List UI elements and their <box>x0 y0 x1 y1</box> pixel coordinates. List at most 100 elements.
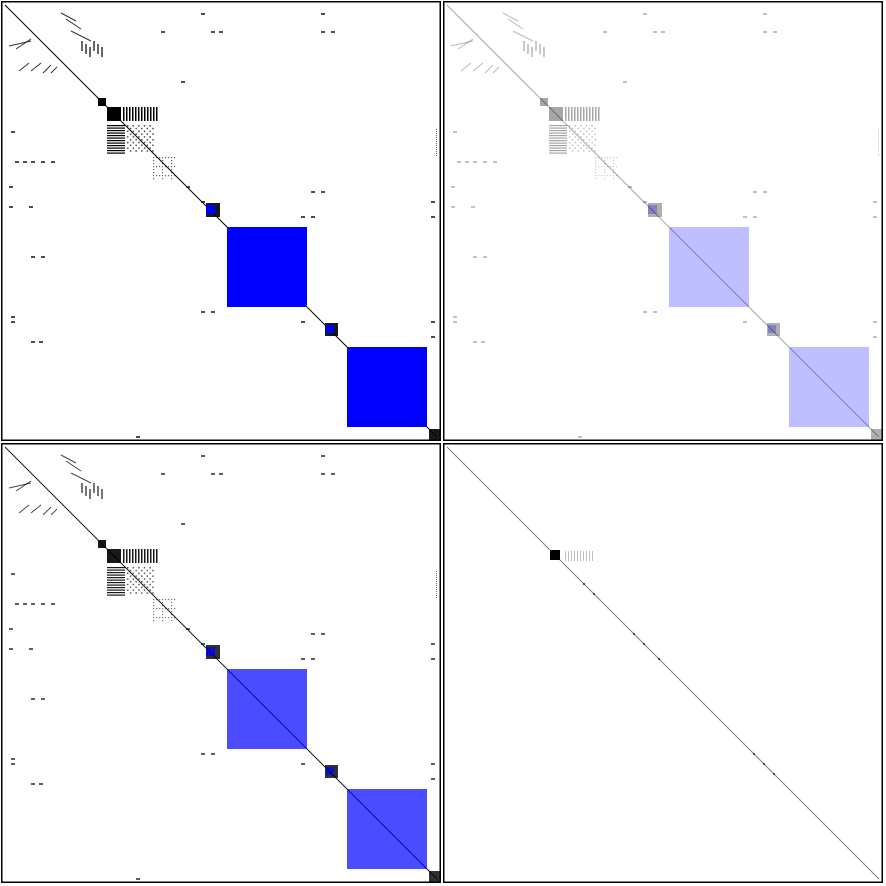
texture-dot <box>165 166 167 168</box>
scatter-mark <box>311 633 315 635</box>
texture-dot <box>152 575 154 577</box>
texture-dot <box>153 166 155 168</box>
edge-dot <box>436 571 437 572</box>
scatter-mark <box>11 573 15 575</box>
stripe-row <box>107 125 125 127</box>
texture-dot <box>153 160 155 162</box>
scatter-mark <box>31 603 35 605</box>
scatter-mark <box>643 643 645 645</box>
diagonal-line <box>446 4 880 438</box>
scatter-mark <box>431 643 435 645</box>
scatter-mark <box>161 31 165 33</box>
texture-dot <box>132 136 135 138</box>
stripe-column <box>592 551 593 561</box>
texture-dot <box>138 125 140 127</box>
texture-dot <box>585 136 588 138</box>
texture-dot <box>171 160 173 162</box>
texture-dot <box>171 605 173 607</box>
texture-dot <box>162 611 164 613</box>
stripe-column <box>129 107 131 121</box>
stripe-column <box>141 549 143 563</box>
texture-dot <box>171 169 173 171</box>
pattern-stroke <box>8 40 32 47</box>
scatter-mark <box>753 191 757 193</box>
scatter-mark <box>321 455 325 457</box>
pattern-stroke <box>18 504 30 514</box>
scatter-mark <box>41 603 45 605</box>
scatter-mark <box>743 216 747 218</box>
scatter-mark <box>201 311 205 313</box>
texture-dot <box>141 581 143 583</box>
texture-dot <box>174 617 176 619</box>
scatter-mark <box>633 633 635 635</box>
texture-dot <box>127 567 129 569</box>
texture-dot <box>595 175 597 177</box>
texture-dot <box>569 147 571 149</box>
texture-dot <box>171 614 173 616</box>
texture-dot <box>165 599 167 601</box>
pattern-stroke <box>512 30 534 42</box>
small-blue-block <box>326 325 334 333</box>
texture-dot <box>595 169 597 171</box>
texture-dot <box>159 166 161 168</box>
stripe-row <box>107 587 125 589</box>
scatter-mark <box>31 698 35 700</box>
texture-dot <box>571 144 574 147</box>
stripe-row <box>549 140 567 142</box>
texture-dot <box>577 150 579 152</box>
texture-dot <box>168 608 170 610</box>
texture-dot <box>153 602 155 604</box>
texture-dot <box>156 608 158 610</box>
texture-dot <box>168 599 170 601</box>
texture-dot <box>132 130 135 133</box>
texture-dot <box>153 611 155 613</box>
scatter-mark <box>201 201 205 203</box>
edge-dot <box>436 141 437 142</box>
texture-dot <box>580 136 582 138</box>
pattern-stroke <box>15 480 32 492</box>
texture-dot <box>153 172 155 174</box>
texture-dot <box>168 166 170 168</box>
dense-block <box>549 107 563 121</box>
texture-dot <box>156 175 158 177</box>
texture-dot <box>162 169 164 171</box>
texture-dot <box>168 157 170 159</box>
scatter-mark <box>431 658 435 660</box>
texture-dot <box>138 589 140 591</box>
texture-dot <box>132 578 135 580</box>
scatter-mark <box>465 161 469 163</box>
texture-dot <box>146 569 149 572</box>
texture-dot <box>598 157 600 159</box>
scatter-mark <box>9 628 13 630</box>
scatter-mark <box>451 206 455 208</box>
texture-dot <box>127 583 129 586</box>
stripe-row <box>549 132 567 134</box>
texture-dot <box>174 175 176 177</box>
edge-dot <box>878 133 879 134</box>
texture-dot <box>138 130 140 133</box>
texture-dot <box>162 599 164 601</box>
texture-dot <box>129 569 132 572</box>
scatter-mark <box>29 206 33 208</box>
stripe-row <box>107 147 125 149</box>
scatter-mark <box>31 783 35 785</box>
texture-dot <box>138 572 140 575</box>
scatter-mark <box>743 321 747 323</box>
scatter-mark <box>201 643 205 645</box>
panel-top-left <box>1 1 441 441</box>
stripe-row <box>107 130 125 132</box>
stripe-row <box>107 132 125 134</box>
pattern-dots <box>527 44 529 54</box>
pattern-stroke <box>42 506 52 516</box>
texture-dot <box>156 617 158 619</box>
small-blue-block <box>648 205 657 214</box>
edge-dot <box>878 151 879 152</box>
texture-dot <box>149 583 151 586</box>
edge-dot <box>436 145 437 146</box>
texture-dot <box>141 575 143 577</box>
large-blue-block <box>669 227 749 307</box>
texture-dot <box>162 160 164 162</box>
dense-block <box>540 98 548 106</box>
scatter-mark <box>181 523 185 525</box>
scatter-mark <box>473 341 477 343</box>
